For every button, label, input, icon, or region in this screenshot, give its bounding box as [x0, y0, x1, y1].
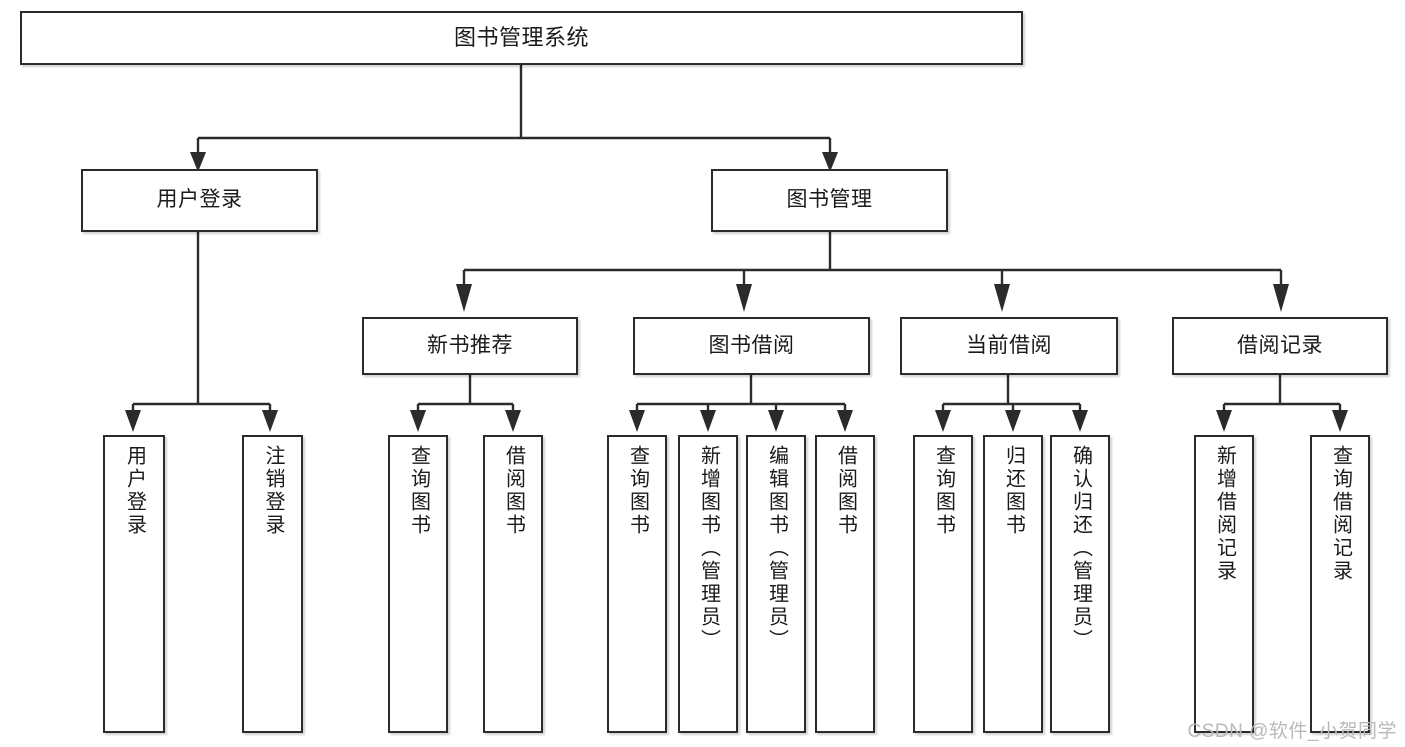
leaf-new-book-query-books[interactable]: 查询图书: [388, 435, 448, 733]
node-label: 查询图书: [932, 445, 955, 537]
arrowhead-borrow-record: [1273, 284, 1289, 312]
node-label: 用户登录: [156, 188, 243, 212]
arrowhead-bb-2: [700, 410, 716, 432]
node-label: 查询图书: [626, 445, 649, 537]
node-current-borrowing[interactable]: 当前借阅: [900, 317, 1118, 375]
arrowhead-ul-2: [262, 410, 278, 432]
node-label: 注销登录: [262, 445, 284, 537]
arrowhead-br-2: [1332, 410, 1348, 432]
leaf-user-login-login[interactable]: 用户登录: [103, 435, 165, 733]
arrowhead-cb-1: [935, 410, 951, 432]
node-borrow-records[interactable]: 借阅记录: [1172, 317, 1388, 375]
arrowhead-bb-1: [629, 410, 645, 432]
watermark: CSDN @软件_小贺同学: [1187, 721, 1397, 742]
node-label: 当前借阅: [966, 333, 1052, 357]
arrowhead-nb-2: [505, 410, 521, 432]
arrowhead-ul-1: [125, 410, 141, 432]
arrowhead-bb-4: [837, 410, 853, 432]
leaf-new-book-borrow-books[interactable]: 借阅图书: [483, 435, 543, 733]
leaf-book-borrow-add-book-admin[interactable]: 新增图书（管理员）: [678, 435, 738, 733]
node-book-management[interactable]: 图书管理: [711, 169, 948, 232]
arrowhead-br-1: [1216, 410, 1232, 432]
node-label: 图书管理: [786, 188, 873, 212]
node-label: 确认归还（管理员）: [1069, 445, 1092, 652]
node-label: 新增图书（管理员）: [697, 445, 720, 652]
node-label: 用户登录: [123, 445, 146, 537]
node-label: 查询图书: [407, 445, 430, 537]
leaf-book-borrow-borrow-books[interactable]: 借阅图书: [815, 435, 875, 733]
node-label: 编辑图书（管理员）: [765, 445, 788, 652]
node-new-book-recommendation[interactable]: 新书推荐: [362, 317, 578, 375]
arrowhead-book-borrow: [736, 284, 752, 312]
arrowhead-nb-1: [410, 410, 426, 432]
node-root-book-management-system[interactable]: 图书管理系统: [20, 11, 1023, 65]
node-user-login[interactable]: 用户登录: [81, 169, 318, 232]
node-label: 归还图书: [1002, 445, 1025, 537]
leaf-user-login-logout[interactable]: 注销登录: [242, 435, 303, 733]
leaf-borrow-record-add-record[interactable]: 新增借阅记录: [1194, 435, 1254, 733]
leaf-book-borrow-edit-book-admin[interactable]: 编辑图书（管理员）: [746, 435, 806, 733]
node-label: 新增借阅记录: [1213, 445, 1236, 583]
leaf-borrow-record-query-record[interactable]: 查询借阅记录: [1310, 435, 1370, 733]
node-label: 借阅图书: [502, 445, 525, 537]
node-label: 借阅图书: [834, 445, 857, 537]
arrowhead-current-borrow: [994, 284, 1010, 312]
arrowhead-bb-3: [768, 410, 784, 432]
leaf-current-borrow-return-books[interactable]: 归还图书: [983, 435, 1043, 733]
arrowhead-cb-2: [1005, 410, 1021, 432]
node-label: 图书管理系统: [453, 25, 589, 51]
leaf-current-borrow-query-books[interactable]: 查询图书: [913, 435, 973, 733]
node-label: 新书推荐: [427, 333, 513, 357]
node-label: 借阅记录: [1237, 333, 1323, 357]
node-label: 查询借阅记录: [1329, 445, 1352, 583]
leaf-current-borrow-confirm-return-admin[interactable]: 确认归还（管理员）: [1050, 435, 1110, 733]
node-label: 图书借阅: [708, 333, 795, 357]
node-book-borrowing[interactable]: 图书借阅: [633, 317, 870, 375]
arrowhead-cb-3: [1072, 410, 1088, 432]
arrowhead-new-book: [456, 284, 472, 312]
leaf-book-borrow-query-books[interactable]: 查询图书: [607, 435, 667, 733]
